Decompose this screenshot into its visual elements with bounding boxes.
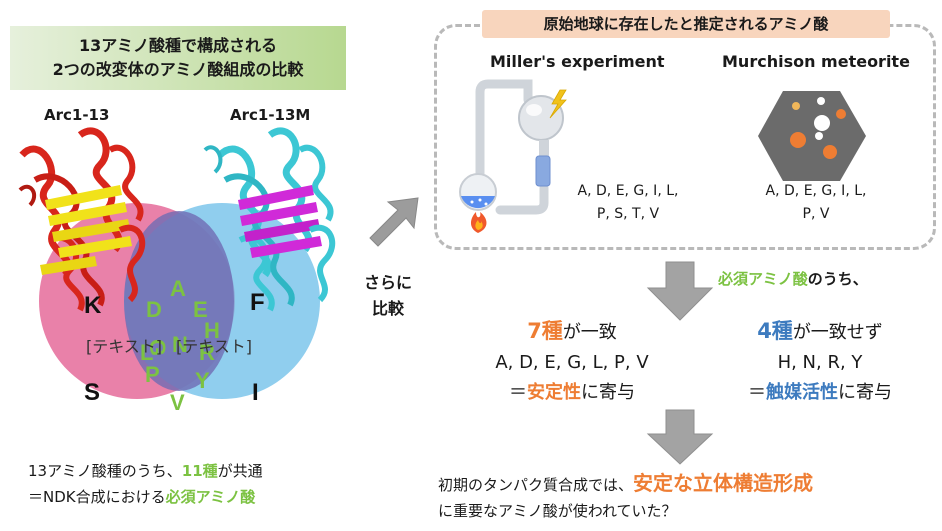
nomatch-eq: ＝ xyxy=(748,382,766,403)
compare-line2: 比較 xyxy=(371,299,404,318)
venn-right-only-2: I xyxy=(252,379,259,406)
miller-amino-acids: A, D, E, G, I, L, P, S, T, V xyxy=(560,180,696,226)
miller-apparatus-icon xyxy=(459,79,567,233)
essential-aa-a: 必須アミノ酸 xyxy=(718,270,808,288)
nomatch-text: が一致せず xyxy=(792,322,883,343)
venn-common-H: H xyxy=(204,318,220,343)
arc1-13m-label: Arc1-13M xyxy=(230,106,311,124)
venn-placeholder-left: [テキスト] xyxy=(86,337,162,356)
match-text: が一致 xyxy=(562,322,617,343)
conclusion-line1-a: 初期のタンパク質合成では、 xyxy=(438,476,634,494)
caption-line2-a: ＝NDK合成における xyxy=(28,488,166,506)
arc1-13-structure xyxy=(18,127,146,312)
essential-aa-b: のうち、 xyxy=(807,270,868,288)
caption-line1-c: が共通 xyxy=(217,462,263,480)
compare-line1: さらに xyxy=(363,273,412,292)
match-num: 7種 xyxy=(527,319,563,343)
nomatch-num: 4種 xyxy=(757,319,793,343)
match-aa: A, D, E, G, L, P, V xyxy=(495,352,649,373)
venn-common-G: G xyxy=(145,339,170,356)
miller-aa-line2: P, S, T, V xyxy=(596,206,660,222)
right-title-banner: 原始地球に存在したと推定されるアミノ酸 xyxy=(482,10,890,38)
left-title-line2: 2つの改変体のアミノ酸組成の比較 xyxy=(52,60,304,79)
compare-label: さらに 比較 xyxy=(356,270,420,322)
compare-arrow xyxy=(369,197,419,247)
caption-line1-b: 11種 xyxy=(181,462,218,480)
left-caption: 13アミノ酸種のうち、11種が共通 ＝NDK合成における必須アミノ酸 xyxy=(28,458,263,510)
conclusion: 初期のタンパク質合成では、安定な立体構造形成 に重要なアミノ酸が使われていた？ xyxy=(438,470,938,524)
left-title-banner: 13アミノ酸種で構成される 2つの改変体のアミノ酸組成の比較 xyxy=(10,26,346,90)
murchison-title: Murchison meteorite xyxy=(722,52,910,71)
nomatch-aa: H, N, R, Y xyxy=(777,352,863,373)
miller-title: Miller's experiment xyxy=(490,52,665,71)
essential-aa-heading: 必須アミノ酸のうち、 xyxy=(718,268,868,289)
nomatch-role: 触媒活性 xyxy=(766,382,838,403)
nomatch-block: 4種が一致せず H, N, R, Y ＝触媒活性に寄与 xyxy=(700,316,940,408)
meteorite-icon xyxy=(758,91,866,181)
caption-line2-b: 必須アミノ酸 xyxy=(165,488,256,506)
murchison-aa-line2: P, V xyxy=(802,206,830,222)
venn-left-only-2: S xyxy=(84,379,100,406)
venn-common-Y: Y xyxy=(195,368,210,393)
venn-common-N: N xyxy=(172,332,188,357)
venn-common-R: R xyxy=(199,340,215,365)
match-contrib: に寄与 xyxy=(581,382,635,403)
murchison-amino-acids: A, D, E, G, I, L, P, V xyxy=(748,180,884,226)
venn-common-L: L xyxy=(140,340,153,365)
venn-common-A: A xyxy=(170,276,186,301)
venn-overlap xyxy=(124,211,234,391)
down-arrow-1 xyxy=(646,261,714,321)
arc1-13m-structure xyxy=(203,127,336,312)
nomatch-contrib: に寄与 xyxy=(838,382,892,403)
caption-line1-a: 13アミノ酸種のうち、 xyxy=(28,462,182,480)
match-eq: ＝ xyxy=(509,382,527,403)
left-title-line1: 13アミノ酸種で構成される xyxy=(79,36,277,55)
venn-placeholder-right: [テキスト] xyxy=(176,337,252,356)
venn-common-D: D xyxy=(146,297,162,322)
venn-common-E: E xyxy=(193,297,208,322)
match-block: 7種が一致 A, D, E, G, L, P, V ＝安定性に寄与 xyxy=(452,316,692,408)
venn-right-only-1: F xyxy=(250,289,265,316)
murchison-aa-line1: A, D, E, G, I, L, xyxy=(765,183,867,199)
venn-common-P: P xyxy=(145,362,160,387)
arc1-13-label: Arc1-13 xyxy=(44,106,110,124)
venn-left-only-1: K xyxy=(84,292,102,319)
match-role: 安定性 xyxy=(527,382,581,403)
conclusion-line1-b: 安定な立体構造形成 xyxy=(633,471,814,495)
venn-common-V: V xyxy=(170,390,185,415)
down-arrow-2 xyxy=(646,409,714,465)
venn-diagram: K S F I A D E G H L N P R V Y [テキスト] [テキ… xyxy=(18,127,336,415)
conclusion-line2: に重要なアミノ酸が使われていた？ xyxy=(438,502,677,520)
miller-aa-line1: A, D, E, G, I, L, xyxy=(577,183,679,199)
